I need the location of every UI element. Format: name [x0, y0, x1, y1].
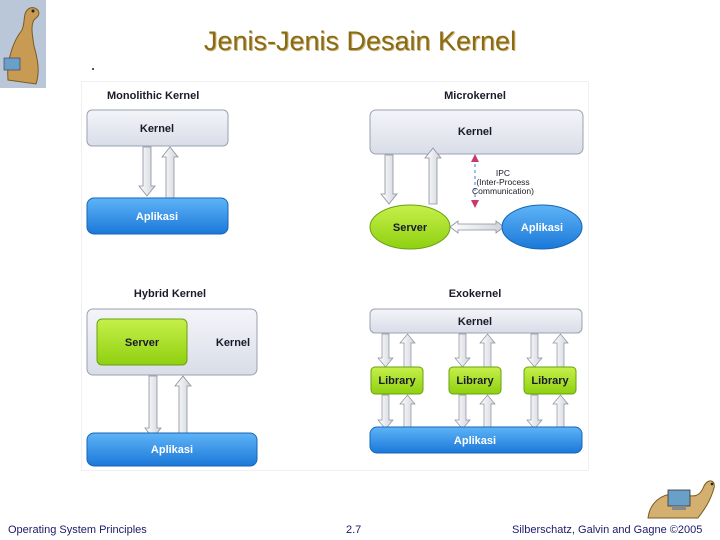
microkernel-up-arrow — [424, 147, 442, 205]
monolithic-kernel-box — [86, 109, 229, 147]
exokernel-library-3-label: Library — [531, 375, 569, 387]
ipc-arrow-down-head — [471, 200, 479, 208]
exo-lib1-down-arrow — [377, 333, 394, 368]
exokernel-kernel-label: Kernel — [458, 316, 492, 328]
slide-title: Jenis-Jenis Desain Kernel — [203, 26, 517, 56]
microkernel-down-arrow — [380, 154, 398, 205]
exo-app3-down-arrow — [526, 394, 543, 430]
hybrid-kernel-label: Kernel — [216, 337, 250, 349]
footer-left-course: Operating System Principles — [8, 524, 147, 536]
exo-lib3-down-arrow — [526, 333, 543, 368]
hybrid-down-arrow — [144, 375, 162, 439]
exokernel-app-label: Aplikasi — [454, 435, 496, 447]
ipc-arrow-up-head — [471, 154, 479, 162]
kernel-design-diagram: Monolithic Kernel Kernel Aplikasi Microk… — [82, 82, 588, 470]
server-app-double-arrow — [449, 220, 505, 234]
footer-copyright: Silberschatz, Galvin and Gagne ©2005 — [512, 524, 703, 536]
microkernel-kernel-label: Kernel — [458, 126, 492, 138]
monolithic-kernel-label: Kernel — [140, 123, 174, 135]
exo-lib3-up-arrow — [552, 333, 569, 368]
exo-lib2-up-arrow — [479, 333, 496, 368]
exokernel-app-box — [369, 426, 583, 454]
hybrid-server-label: Server — [125, 337, 160, 349]
exo-app1-up-arrow — [399, 394, 416, 430]
ipc-label-line3: Communication) — [472, 186, 534, 196]
monolithic-heading: Monolithic Kernel — [107, 90, 199, 102]
microkernel-heading: Microkernel — [444, 90, 506, 102]
exokernel-library-2-label: Library — [456, 375, 494, 387]
footer-page-number: 2.7 — [346, 524, 362, 536]
exo-lib2-down-arrow — [454, 333, 471, 368]
exo-app3-up-arrow — [552, 394, 569, 430]
dinosaur-logo-icon — [0, 0, 46, 88]
exokernel-kernel-box — [369, 308, 583, 334]
hybrid-app-box — [86, 432, 258, 467]
exo-app2-down-arrow — [454, 394, 471, 430]
dinosaur-computer-icon — [638, 472, 720, 522]
exo-app1-down-arrow — [377, 394, 394, 430]
exokernel-heading: Exokernel — [449, 288, 502, 300]
ipc-label-line1: IPC — [496, 168, 510, 178]
monolithic-up-arrow — [161, 146, 179, 199]
hybrid-server-box — [96, 318, 188, 366]
hybrid-heading: Hybrid Kernel — [134, 288, 206, 300]
exokernel-library-1-label: Library — [378, 375, 416, 387]
microkernel-app-label: Aplikasi — [521, 222, 563, 234]
hybrid-app-label: Aplikasi — [151, 444, 193, 456]
microkernel-server-label: Server — [393, 222, 428, 234]
exo-app2-up-arrow — [479, 394, 496, 430]
bullet-dot — [92, 68, 94, 70]
exo-lib1-up-arrow — [399, 333, 416, 368]
monolithic-down-arrow — [138, 146, 156, 197]
monolithic-app-box — [86, 197, 229, 235]
hybrid-up-arrow — [174, 375, 192, 437]
ipc-label-line2: (Inter-Process — [476, 177, 529, 187]
microkernel-kernel-box — [369, 109, 584, 155]
exokernel-library-3 — [523, 366, 577, 395]
exokernel-library-1 — [370, 366, 424, 395]
exokernel-library-2 — [448, 366, 502, 395]
monolithic-app-label: Aplikasi — [136, 211, 178, 223]
microkernel-app-node — [501, 204, 583, 250]
